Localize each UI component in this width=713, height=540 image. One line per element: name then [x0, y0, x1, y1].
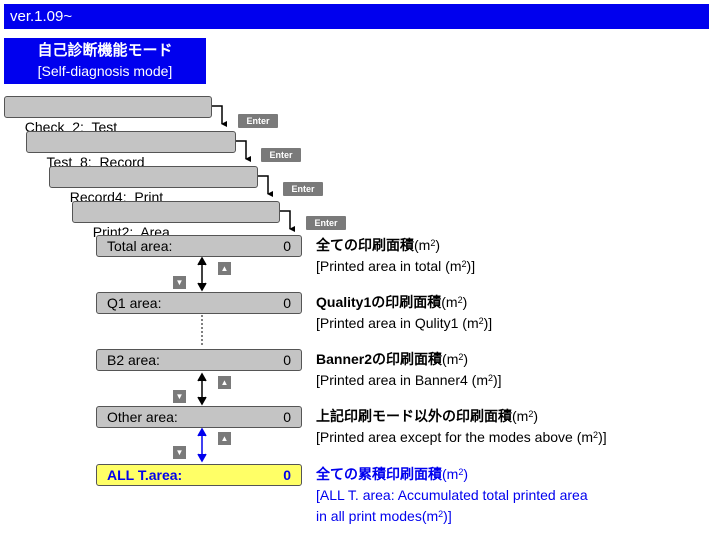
up-button-3[interactable]: ▲: [218, 432, 231, 445]
enter-arrow-4: [280, 210, 295, 232]
enter-arrow-2: [236, 140, 251, 162]
other-area-description: 上記印刷モード以外の印刷面積(m2) [Printed area except …: [316, 408, 607, 445]
b2-area-display: B2 area:0: [96, 349, 302, 371]
enter-key-1: Enter: [238, 114, 278, 128]
version-bar: ver.1.09~: [4, 4, 709, 29]
menu-record-print[interactable]: Record4: Print: [49, 166, 258, 205]
mode-title-jp: 自己診断機能モード: [37, 42, 173, 59]
enter-key-3: Enter: [283, 182, 323, 196]
b2-area-description: Banner2の印刷面積(m2) [Printed area in Banner…: [316, 351, 502, 388]
enter-key-4: Enter: [306, 216, 346, 230]
q1-area-display: Q1 area:0: [96, 292, 302, 314]
enter-arrow-3: [258, 175, 273, 197]
mode-title: 自己診断機能モード [Self-diagnosis mode]: [4, 38, 206, 84]
q1-area-description: Quality1の印刷面積(m2) [Printed area in Qulit…: [316, 294, 493, 331]
version-label: ver.1.09~: [10, 8, 73, 25]
menu-print-area[interactable]: Print2: Area: [72, 201, 280, 240]
up-button-2[interactable]: ▲: [218, 376, 231, 389]
enter-arrow-1: [212, 105, 227, 127]
enter-key-2: Enter: [261, 148, 301, 162]
down-button-3[interactable]: ▼: [173, 446, 186, 459]
menu-check-test[interactable]: Check 2: Test: [4, 96, 212, 135]
down-button-1[interactable]: ▼: [173, 276, 186, 289]
total-area-display: Total area:0: [96, 235, 302, 257]
menu-test-record[interactable]: Test 8: Record: [26, 131, 236, 170]
down-button-2[interactable]: ▼: [173, 390, 186, 403]
all-total-area-display: ALL T.area:0: [96, 464, 302, 486]
mode-title-en: [Self-diagnosis mode]: [37, 63, 173, 79]
other-area-display: Other area:0: [96, 406, 302, 428]
up-button-1[interactable]: ▲: [218, 262, 231, 275]
all-total-area-description: 全ての累積印刷面積(m2) [ALL T. area: Accumulated …: [316, 466, 588, 524]
total-area-description: 全ての印刷面積(m2) [Printed area in total (m2)]: [316, 237, 476, 274]
